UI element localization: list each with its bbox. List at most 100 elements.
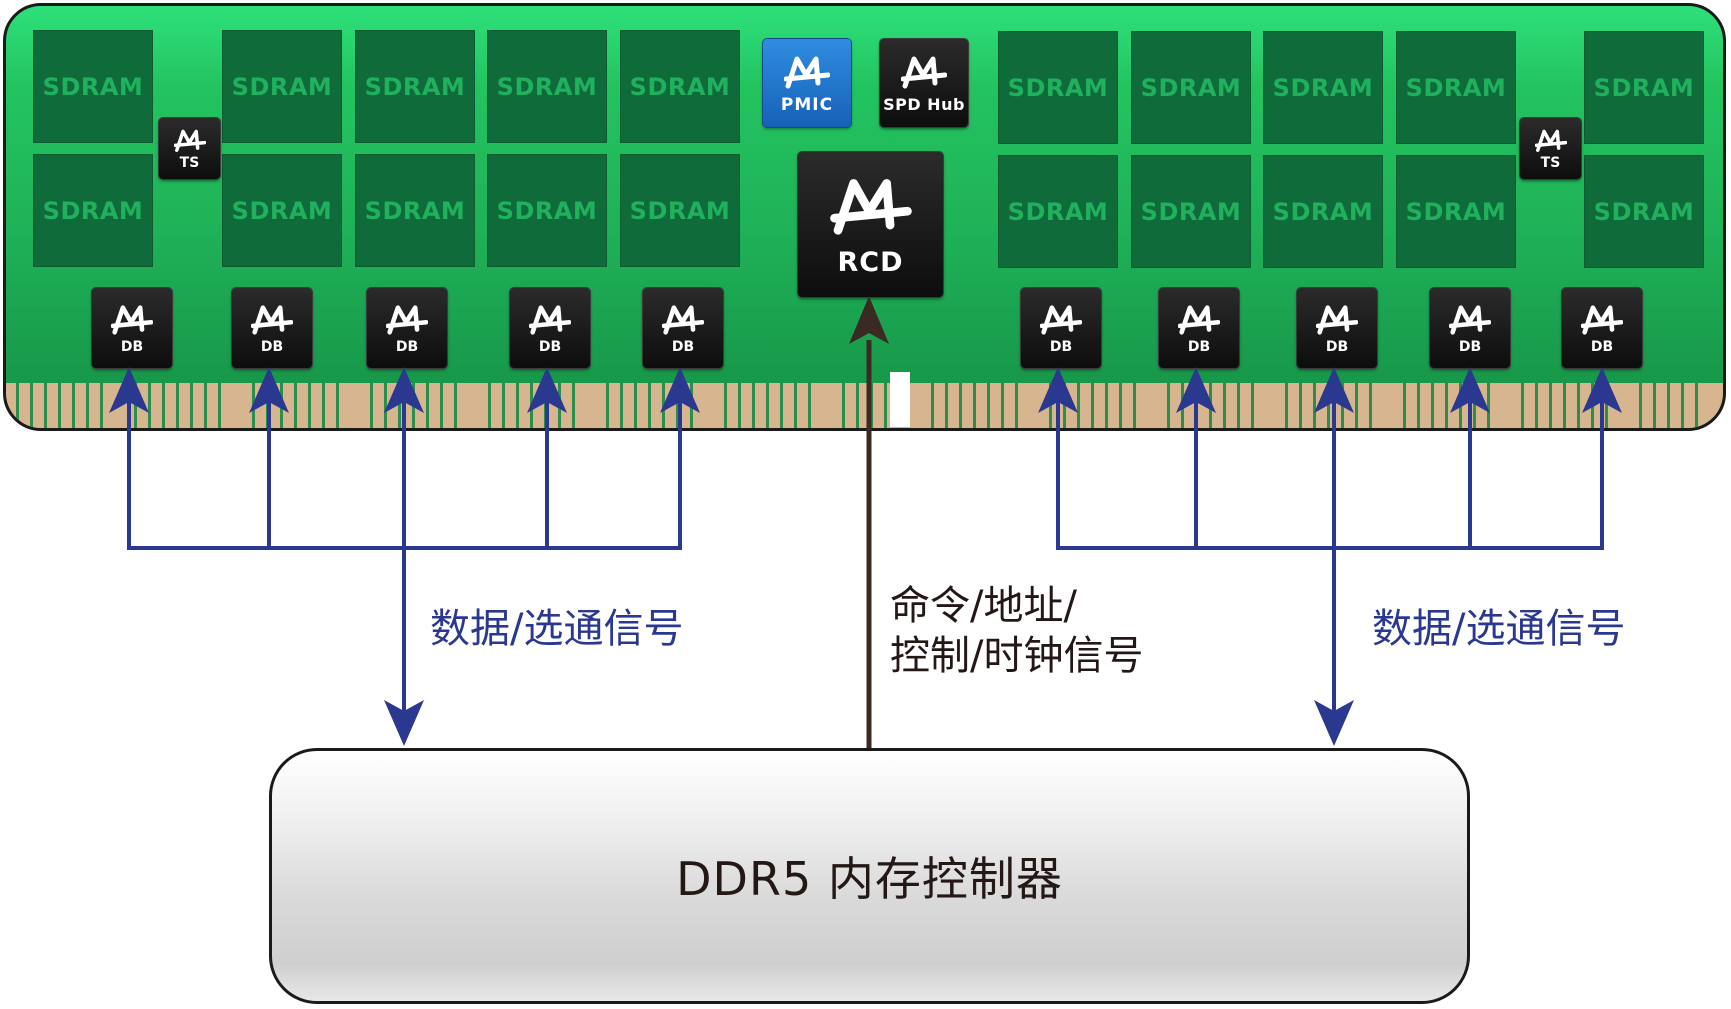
m-logo-icon: [1316, 305, 1358, 335]
sdram-label: SDRAM: [1007, 197, 1109, 226]
db-label: DB: [1049, 339, 1073, 355]
db-label: DB: [260, 339, 284, 355]
connector-pin: [1667, 383, 1670, 428]
connector-pin: [1535, 383, 1538, 428]
connector-pin: [308, 383, 311, 428]
connector-pin: [1605, 383, 1608, 428]
right-data-bus: [1056, 373, 1604, 712]
connector-pin: [973, 383, 976, 428]
data-buffer-chip: DB: [643, 288, 723, 368]
connector-pin: [1285, 383, 1288, 428]
sdram-chip: SDRAM: [487, 30, 607, 143]
m-logo-icon: [1449, 305, 1491, 335]
connector-pin: [1653, 383, 1656, 428]
db-label: DB: [120, 339, 144, 355]
sdram-chip: SDRAM: [620, 154, 740, 267]
left-data-bus: [127, 373, 682, 712]
connector-pin: [204, 383, 207, 428]
db-label: DB: [1590, 339, 1614, 355]
spd-hub-chip: SPD Hub: [880, 39, 968, 127]
connector-pin: [648, 383, 651, 428]
connector-pin: [766, 383, 769, 428]
sdram-label: SDRAM: [1007, 73, 1109, 102]
sdram-label: SDRAM: [42, 72, 144, 101]
connector-pin: [738, 383, 741, 428]
connector-pin: [1077, 383, 1080, 428]
db-label: DB: [1187, 339, 1211, 355]
connector-pin: [1167, 383, 1170, 428]
sdram-chip: SDRAM: [1584, 31, 1704, 144]
m-logo-icon: [386, 305, 428, 335]
connector-pin: [780, 383, 783, 428]
connector-pin: [959, 383, 962, 428]
rcd-chip: RCD: [798, 152, 943, 297]
connector-pin: [945, 383, 948, 428]
pmic-chip: PMIC: [763, 39, 851, 127]
sdram-chip: SDRAM: [222, 30, 342, 143]
m-logo-icon: [1534, 129, 1567, 152]
memory-controller-label: DDR5 内存控制器: [676, 852, 1063, 906]
connector-pin: [1403, 383, 1406, 428]
connector-pin: [1445, 383, 1448, 428]
connector-pin: [1695, 383, 1698, 428]
connector-pin: [931, 383, 934, 428]
connector-pin: [398, 383, 401, 428]
m-logo-icon: [784, 56, 830, 88]
m-logo-icon: [1581, 305, 1623, 335]
connector-pin: [1417, 383, 1420, 428]
command-signal-label-line2: 控制/时钟信号: [890, 633, 1144, 679]
sdram-chip: SDRAM: [1396, 31, 1516, 144]
connector-pin: [1313, 383, 1316, 428]
sdram-chip: SDRAM: [998, 31, 1118, 144]
sdram-chip: SDRAM: [33, 30, 153, 143]
connector-pin: [58, 383, 61, 428]
ts-label: TS: [1540, 155, 1561, 171]
m-logo-icon: [173, 129, 206, 152]
connector-pin: [322, 383, 325, 428]
connector-pin: [1549, 383, 1552, 428]
connector-pin: [1563, 383, 1566, 428]
sdram-chip: SDRAM: [998, 155, 1118, 268]
temperature-sensor-chip-left: TS: [159, 118, 220, 179]
sdram-label: SDRAM: [1593, 73, 1695, 102]
db-label: DB: [1325, 339, 1349, 355]
connector-pin: [1487, 383, 1490, 428]
connector-pin: [176, 383, 179, 428]
connector-pin: [44, 383, 47, 428]
sdram-label: SDRAM: [1405, 73, 1507, 102]
connector-pin: [1369, 383, 1372, 428]
connector-pin: [1091, 383, 1094, 428]
sdram-chip: SDRAM: [33, 154, 153, 267]
connector-pin: [620, 383, 623, 428]
connector-pin: [218, 383, 221, 428]
sdram-chip: SDRAM: [355, 154, 475, 267]
data-buffer-chip: DB: [1159, 288, 1239, 368]
m-logo-icon: [901, 56, 947, 89]
connector-pin: [1431, 383, 1434, 428]
rcd-label: RCD: [837, 247, 904, 278]
sdram-chip: SDRAM: [1131, 31, 1251, 144]
connector-pin: [16, 383, 19, 428]
connector-pin: [1119, 383, 1122, 428]
connector-pin: [987, 383, 990, 428]
m-logo-icon: [251, 305, 293, 335]
m-logo-icon: [529, 305, 571, 335]
connector-pin: [148, 383, 151, 428]
sdram-chip: SDRAM: [1263, 31, 1383, 144]
connector-pin: [1223, 383, 1226, 428]
data-buffer-chip: DB: [367, 288, 447, 368]
sdram-label: SDRAM: [364, 196, 466, 225]
sdram-label: SDRAM: [42, 196, 144, 225]
sdram-chip: SDRAM: [222, 154, 342, 267]
connector-pin: [1355, 383, 1358, 428]
sdram-chip: SDRAM: [1263, 155, 1383, 268]
sdram-label: SDRAM: [496, 72, 598, 101]
sdram-label: SDRAM: [364, 72, 466, 101]
data-buffer-chip: DB: [92, 288, 172, 368]
connector-pin: [1577, 383, 1580, 428]
data-buffer-chip: DB: [1430, 288, 1510, 368]
connector-pin: [488, 383, 491, 428]
connector-pin: [794, 383, 797, 428]
data-buffer-chip: DB: [1297, 288, 1377, 368]
